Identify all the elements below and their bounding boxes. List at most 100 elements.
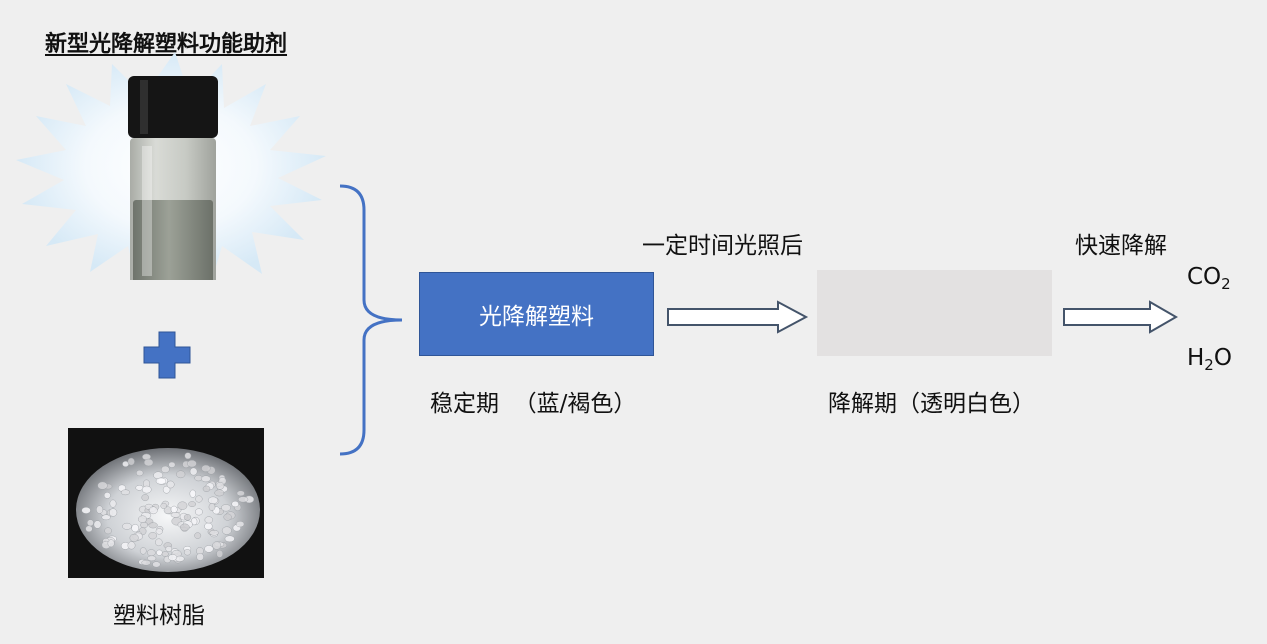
pellet: [189, 467, 198, 476]
pellet: [168, 554, 178, 561]
pellet: [216, 549, 224, 558]
pellet: [141, 485, 152, 494]
pellet: [194, 532, 202, 539]
pellet: [215, 481, 225, 490]
vial-cap-highlight: [140, 80, 148, 134]
pellet: [108, 508, 118, 517]
degradation-period-caption: 降解期（透明白色）: [828, 391, 1035, 417]
pellet: [208, 503, 216, 511]
pellet: [165, 545, 173, 552]
pellet: [207, 496, 219, 505]
degraded-plastic-box: [817, 270, 1052, 356]
pellet: [214, 489, 225, 497]
pellet: [155, 538, 163, 547]
pellet: [221, 526, 232, 535]
pellet: [209, 529, 219, 536]
h2o-after: O: [1213, 345, 1232, 371]
pellet: [139, 547, 147, 555]
pellet: [127, 541, 136, 550]
co2-subscript: 2: [1221, 275, 1231, 293]
pellet: [96, 505, 104, 514]
pellet: [107, 539, 115, 548]
pellet: [221, 504, 231, 512]
vial-glass-highlight: [142, 146, 152, 276]
pellet: [85, 525, 93, 533]
pellet: [97, 481, 108, 490]
pellet: [204, 522, 213, 531]
pellet: [231, 500, 239, 508]
pellet: [168, 461, 176, 468]
photodegradable-plastic-box: 光降解塑料: [419, 272, 654, 356]
pellet: [155, 528, 163, 535]
pellet: [212, 541, 222, 550]
pellet: [148, 506, 158, 515]
pellet: [190, 517, 198, 526]
hollow-right-arrow-icon: [667, 300, 809, 334]
pellet: [104, 527, 112, 535]
rapid-degradation-label: 快速降解: [1075, 233, 1167, 259]
pellet: [179, 523, 190, 532]
co2-base: CO: [1187, 264, 1222, 290]
pellet: [235, 520, 245, 528]
photodegradable-plastic-label: 光降解塑料: [479, 304, 594, 330]
pellet: [129, 533, 139, 542]
pellet: [160, 465, 170, 474]
pellet: [141, 559, 151, 566]
pellet: [188, 501, 197, 507]
pellet: [237, 496, 249, 503]
pellet: [204, 545, 214, 553]
pellet: [160, 502, 167, 509]
curly-brace-icon: [339, 184, 403, 456]
pellet: [81, 506, 91, 514]
plus-icon: [143, 331, 191, 379]
pellet: [196, 553, 204, 561]
pellet: [194, 508, 203, 516]
pellet: [101, 514, 111, 521]
pellet: [184, 452, 192, 460]
pellet: [223, 513, 232, 521]
h2o-product: H2O: [1187, 345, 1232, 374]
pellet: [162, 485, 171, 494]
pellet: [93, 520, 102, 529]
pellet: [147, 555, 157, 562]
vial-starburst: [16, 52, 326, 280]
diagram-title: 新型光降解塑料功能助剂: [45, 32, 288, 57]
pellet: [143, 458, 154, 467]
pellet: [170, 512, 181, 518]
pellet: [183, 514, 192, 521]
pellet: [201, 475, 211, 483]
pellet: [156, 549, 163, 556]
pellet: [155, 477, 167, 485]
pellet: [103, 492, 111, 499]
pellet: [183, 548, 191, 556]
pellet: [109, 499, 117, 508]
pellet: [135, 469, 144, 477]
resin-pellets-photo: [68, 428, 264, 578]
pellet: [148, 522, 158, 529]
resin-label: 塑料树脂: [113, 603, 205, 629]
pellet: [224, 535, 235, 543]
pellet-texture: [81, 452, 255, 568]
pellet: [138, 515, 147, 523]
pellet: [166, 480, 175, 489]
pellet: [131, 523, 140, 533]
pellet: [176, 470, 186, 479]
pellet: [86, 519, 94, 527]
pellet: [189, 489, 197, 498]
pellet: [170, 505, 178, 514]
pellet: [236, 490, 245, 497]
pellet: [141, 494, 149, 502]
h2o-base: H: [1187, 345, 1205, 371]
pellet: [120, 489, 130, 496]
h2o-subscript: 2: [1204, 356, 1214, 374]
pellet: [195, 495, 203, 503]
pellet: [187, 459, 197, 468]
co2-product: CO2: [1187, 264, 1231, 293]
pellet: [152, 561, 161, 568]
pellet: [161, 551, 169, 557]
hollow-right-arrow-icon-2: [1063, 300, 1179, 334]
pellet: [148, 532, 157, 540]
pellet: [127, 457, 135, 466]
pellet: [202, 485, 211, 492]
pellet: [177, 501, 188, 510]
